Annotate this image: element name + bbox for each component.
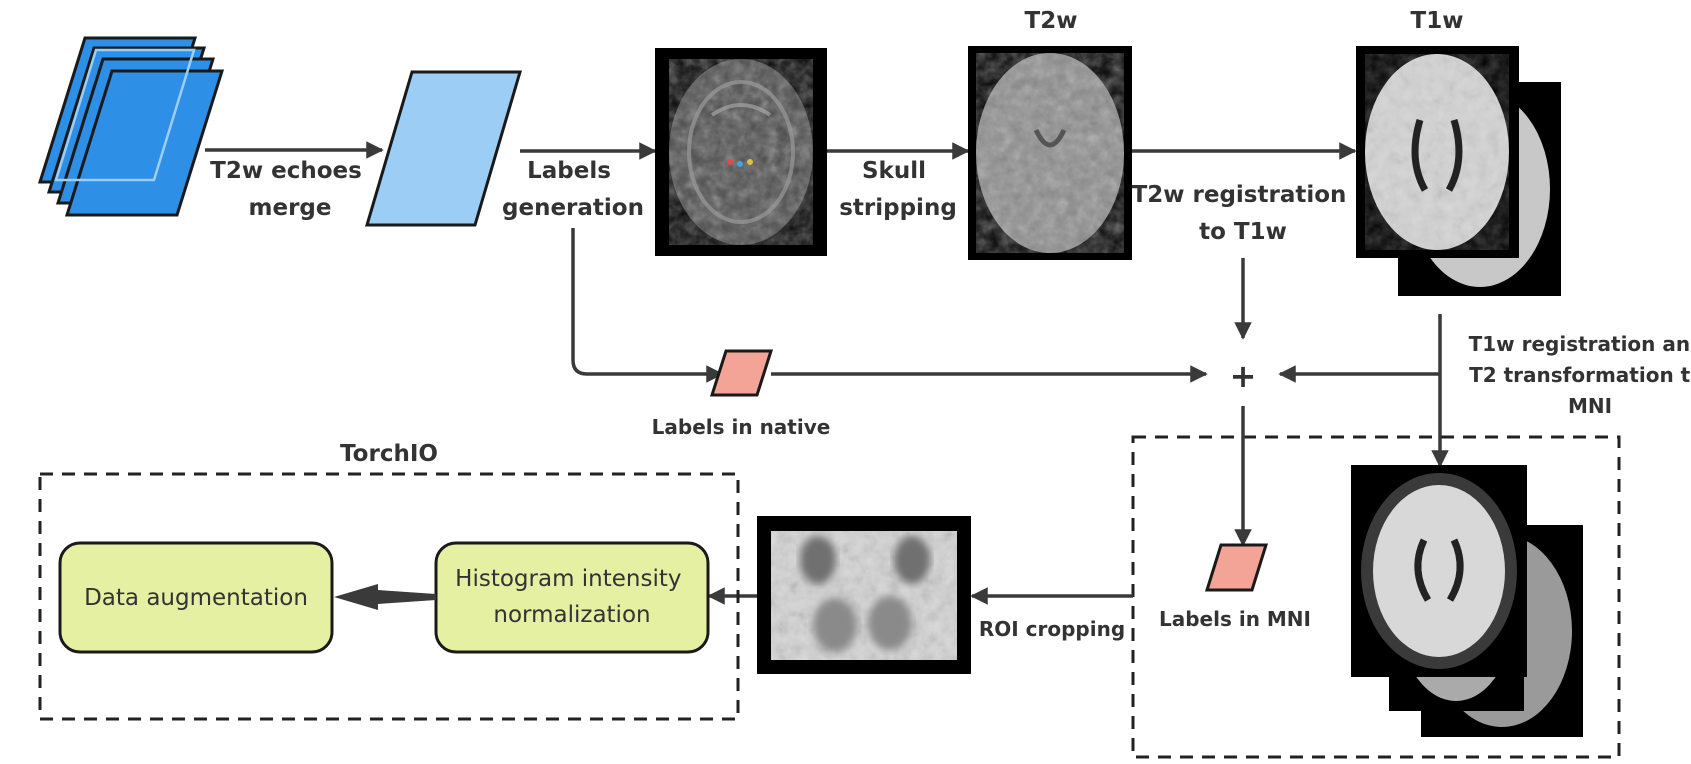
torchio-title: TorchIO — [340, 441, 438, 467]
plus-sign: + — [1230, 357, 1257, 395]
mni-image-stack — [1351, 465, 1583, 737]
roi-cropping-label: ROI cropping — [979, 617, 1125, 641]
skull-stripping-label: Skull stripping — [839, 158, 957, 221]
torchio-frame — [38, 472, 740, 721]
data-augmentation-box — [58, 541, 334, 654]
labels-mni-label: Labels in MNI — [1159, 607, 1311, 631]
histogram-normalization-box — [434, 541, 710, 654]
t2w-registration-label: T2w registration to T1w — [1132, 182, 1355, 245]
labels-mni-icon — [1204, 543, 1269, 592]
labels-native-icon — [709, 349, 774, 397]
t2w-skull-stripped-image — [968, 46, 1132, 260]
data-augmentation-text: Data augmentation — [84, 585, 308, 611]
labels-generation-label: Labels generation — [502, 158, 644, 221]
arrow-labels-to-native — [571, 228, 724, 383]
t1w-image-stack — [1356, 46, 1561, 296]
labels-native-label: Labels in native — [652, 415, 831, 439]
roi-cropped-image — [757, 516, 971, 674]
t2w-echoes-stack-icon — [37, 36, 225, 217]
merged-volume-icon — [364, 70, 523, 227]
t2w-labeled-slice-image — [655, 48, 827, 256]
t1w-title: T1w — [1411, 8, 1464, 34]
t2w-title: T2w — [1025, 8, 1078, 34]
histogram-normalization-text: Histogram intensity normalization — [455, 566, 689, 628]
echoes-merge-label: T2w echoes merge — [210, 158, 370, 221]
t1w-registration-label: T1w registration and T2 transformation t… — [1469, 332, 1691, 418]
arrow-histogram-to-augmentation — [334, 584, 436, 610]
